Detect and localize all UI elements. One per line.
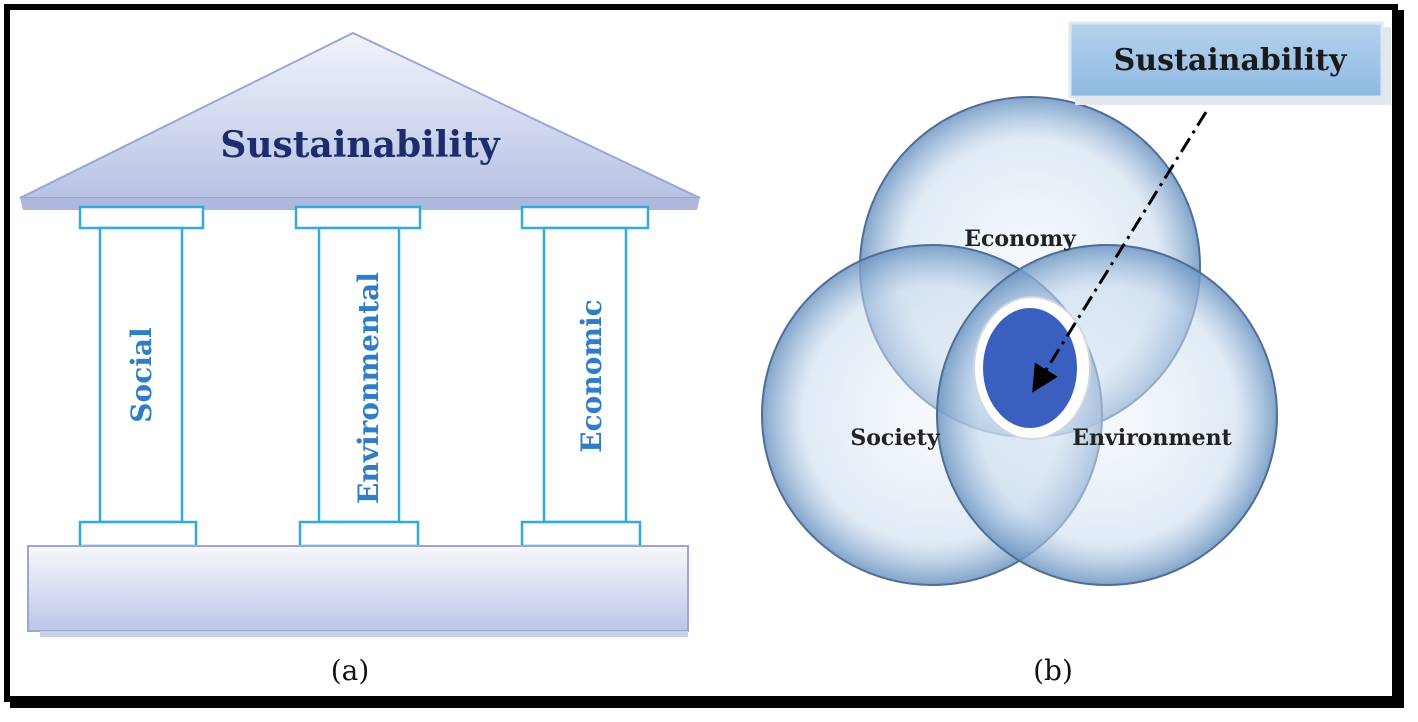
- callout-arrow: [1032, 111, 1208, 393]
- circle-label-economy: Economy: [964, 226, 1077, 252]
- pillar-label-economic: Economic: [575, 299, 608, 452]
- callout-box: [1068, 21, 1384, 99]
- circle-label-society: Society: [850, 425, 940, 451]
- figure-frame: [4, 4, 1398, 702]
- pillar-social: Social: [78, 205, 205, 548]
- sustainability-core: [983, 308, 1077, 428]
- callout-box-label: Sustainability: [1114, 43, 1348, 78]
- temple-diagram: Sustainability Social Environmental Econ…: [19, 31, 701, 687]
- base-shadow: [40, 631, 688, 637]
- caption-b: (b): [1033, 654, 1073, 687]
- pillar-label-social: Social: [125, 327, 158, 422]
- pillar-economic: Economic: [520, 205, 650, 548]
- venn-diagram: Economy Society Environment Sustainabili…: [761, 21, 1391, 687]
- roof-title: Sustainability: [220, 124, 500, 166]
- temple-roof: [19, 31, 701, 199]
- pillar-environmental: Environmental: [294, 205, 422, 548]
- circle-label-environment: Environment: [1072, 425, 1232, 451]
- pillar-label-environmental: Environmental: [352, 272, 385, 504]
- temple-base: [27, 545, 689, 632]
- caption-a: (a): [331, 654, 370, 687]
